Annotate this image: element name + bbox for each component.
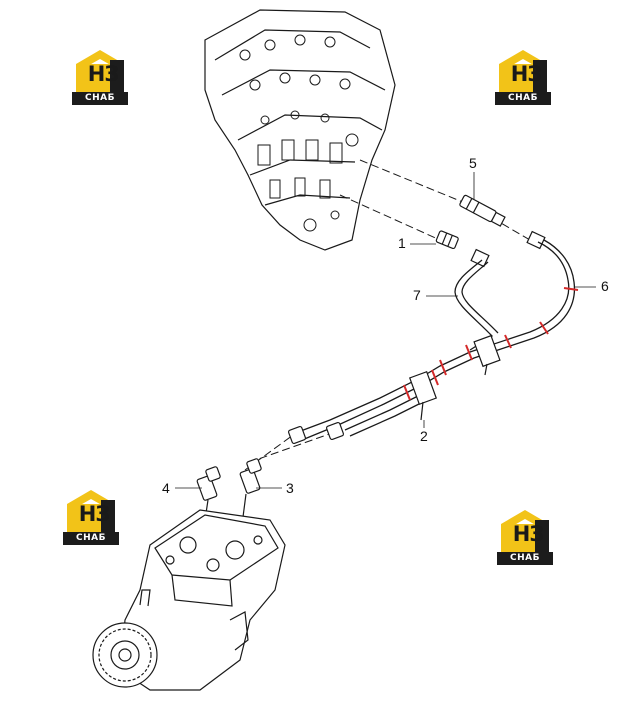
callout-2: 2 — [420, 428, 428, 444]
fitting-1 — [435, 230, 459, 250]
watermark-logo-top-left: НЗ СНАБ — [72, 48, 128, 108]
clamps — [408, 334, 501, 421]
pipe-bands — [403, 287, 579, 401]
callout-1: 1 — [398, 235, 406, 251]
logo-brand: НЗ — [510, 62, 543, 86]
fitting-5 — [459, 194, 506, 227]
watermark-logo-bottom-right: НЗ СНАБ — [497, 508, 553, 568]
watermark-logo-bottom-left: НЗ СНАБ — [63, 488, 119, 548]
callout-4: 4 — [162, 480, 170, 496]
logo-subtitle: СНАБ — [497, 552, 553, 565]
callout-6: 6 — [601, 278, 609, 294]
elbow-4 — [196, 466, 221, 501]
callout-leaders — [175, 172, 596, 489]
elbow-3 — [239, 458, 262, 494]
logo-brand: НЗ — [87, 62, 120, 86]
fittings-lower — [287, 421, 345, 445]
house-logo-icon — [76, 50, 124, 92]
house-logo-icon — [67, 490, 115, 532]
logo-subtitle: СНАБ — [495, 92, 551, 105]
house-logo-icon — [499, 50, 547, 92]
watermark-logo-top-right: НЗ СНАБ — [495, 48, 551, 108]
callout-7: 7 — [413, 287, 421, 303]
callout-5: 5 — [469, 155, 477, 171]
fittings-upper — [435, 194, 546, 268]
logo-brand: НЗ — [78, 502, 111, 526]
elbow-fittings — [196, 458, 262, 541]
house-logo-icon — [501, 510, 549, 552]
leader-lines — [244, 159, 531, 471]
callout-3: 3 — [286, 480, 294, 496]
compressor — [92, 509, 286, 691]
logo-brand: НЗ — [512, 522, 545, 546]
logo-subtitle: СНАБ — [63, 532, 119, 545]
logo-subtitle: СНАБ — [72, 92, 128, 105]
engine-block — [204, 9, 396, 251]
pipes — [297, 239, 576, 441]
